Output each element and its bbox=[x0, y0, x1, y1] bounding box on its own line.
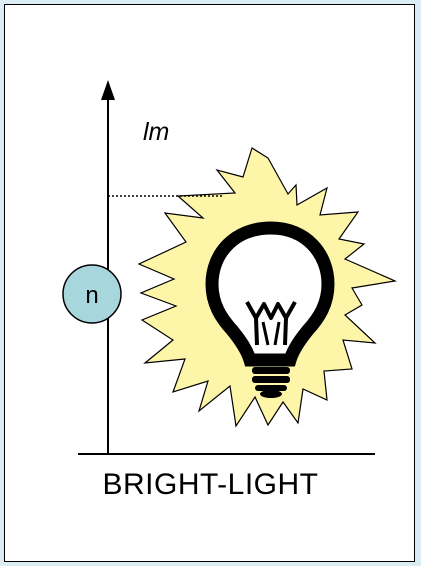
diagram-caption: BRIGHT-LIGHT bbox=[102, 468, 319, 501]
indicator-symbol: n bbox=[85, 282, 98, 309]
light-bulb-icon bbox=[205, 221, 335, 398]
arrow-up-icon bbox=[101, 80, 115, 100]
axis-unit-label: lm bbox=[143, 118, 170, 146]
indicator-circle bbox=[62, 264, 122, 324]
